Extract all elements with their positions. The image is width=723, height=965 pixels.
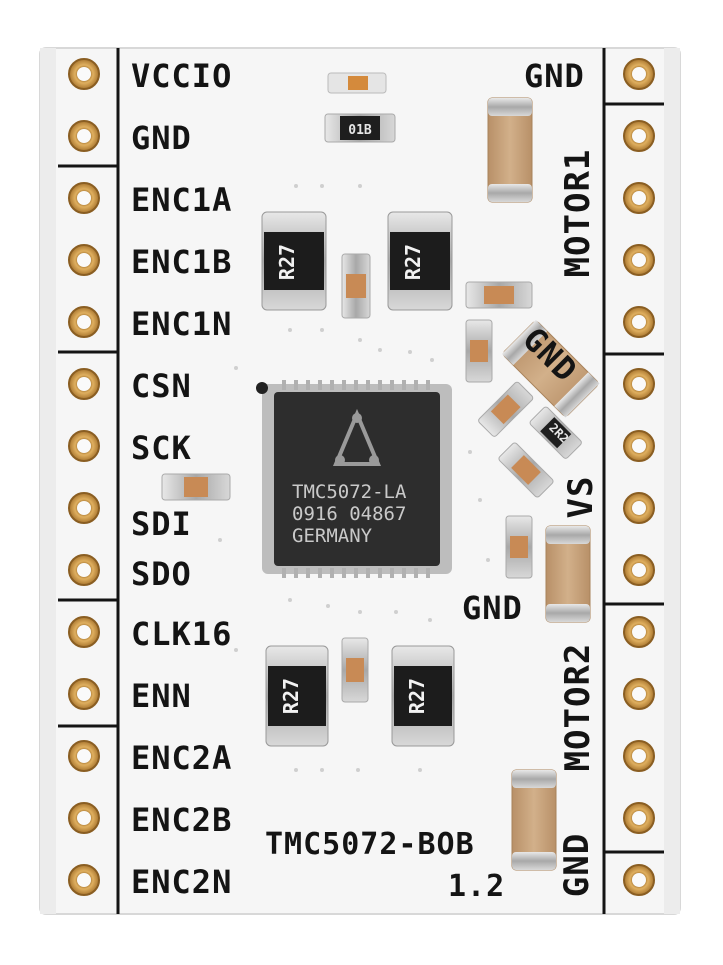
chip-line1: TMC5072-LA	[292, 481, 407, 503]
capacitor-diagonal	[501, 319, 600, 418]
board-version: 1.2	[448, 869, 506, 904]
shunt-resistor-2	[387, 211, 453, 311]
label-motor2: MOTOR2	[558, 642, 598, 772]
diagonal-part-1	[478, 381, 534, 437]
shunt-resistor-1	[261, 211, 327, 311]
chip-line2: 0916 04867	[292, 503, 406, 525]
capacitor-c3	[511, 769, 557, 871]
pin-label-enn: ENN	[131, 677, 192, 715]
left-header-pads	[68, 58, 100, 896]
capacitor-c1	[487, 97, 533, 203]
diagonal-part-3	[498, 442, 554, 498]
left-silkscreen	[58, 48, 120, 914]
led-component	[327, 72, 387, 94]
res-mark-2: R27	[401, 244, 425, 280]
pin-label-sck: SCK	[131, 429, 192, 467]
pin-label-sdo: SDO	[131, 555, 192, 593]
label-gnd-top: GND	[524, 57, 585, 95]
res-mark-3: R27	[279, 678, 303, 714]
res-mark-1: R27	[275, 244, 299, 280]
pin-label-enc1b: ENC1B	[131, 243, 233, 281]
shunt-resistor-3	[265, 645, 329, 747]
pin-label-enc1a: ENC1A	[131, 181, 233, 219]
res-mark-4: R27	[405, 678, 429, 714]
pin-label-sdi: SDI	[131, 505, 192, 543]
board-name: TMC5072-BOB	[265, 827, 475, 862]
small-capacitor-d	[505, 515, 533, 579]
diagonal-part-2	[529, 406, 582, 459]
label-gnd-low: GND	[462, 589, 523, 627]
tmc5072-chip: TMC5072-LA 0916 04867 GERMANY	[256, 380, 452, 578]
right-silkscreen	[602, 48, 664, 914]
small-resistor-b	[465, 281, 533, 309]
label-gnd-bottom: GND	[557, 832, 597, 898]
small-resistor-sck	[161, 473, 231, 501]
label-motor1: MOTOR1	[558, 148, 598, 278]
pin-label-enc1n: ENC1N	[131, 305, 233, 343]
shunt-resistor-4	[391, 645, 455, 747]
pin-label-vccio: VCCIO	[131, 57, 233, 95]
chip-line3: GERMANY	[292, 525, 373, 547]
small-capacitor-a	[341, 253, 371, 319]
small-capacitor-c	[465, 319, 493, 383]
small-res-mark: 01B	[348, 123, 372, 138]
pin-label-enc2b: ENC2B	[131, 801, 233, 839]
capacitor-c2	[545, 525, 591, 623]
right-header-pads	[623, 58, 655, 896]
vias	[218, 184, 490, 772]
pin-label-clk16: CLK16	[131, 615, 233, 653]
small-capacitor-e	[341, 637, 369, 703]
label-vs: VS	[561, 475, 601, 519]
pin-label-csn: CSN	[131, 367, 192, 405]
small-resistor	[324, 113, 396, 143]
pin-label-gnd: GND	[131, 119, 192, 157]
pin-label-enc2a: ENC2A	[131, 739, 233, 777]
pin-label-enc2n: ENC2N	[131, 863, 233, 901]
